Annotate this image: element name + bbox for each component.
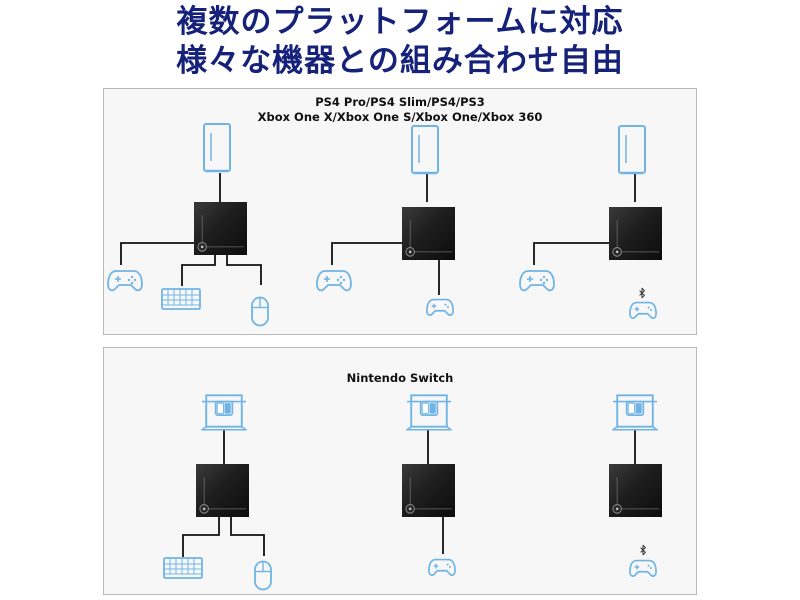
- adapter-box: [609, 464, 662, 517]
- switch-console-icon: [201, 394, 247, 431]
- console-icon: [202, 123, 232, 173]
- keyboard-icon: [161, 288, 201, 310]
- gamepad-icon: [426, 298, 454, 317]
- adapter-box: [402, 207, 455, 260]
- adapter-box: [402, 464, 455, 517]
- keyboard-icon: [163, 557, 203, 579]
- gamepad-icon: [428, 558, 456, 577]
- adapter-box: [194, 202, 247, 255]
- nintendo-switch-diagram: [163, 394, 662, 591]
- gamepad-icon: [519, 270, 555, 292]
- console-icon: [617, 125, 647, 175]
- headline-line-1: 複数のプラットフォームに対応: [176, 4, 624, 40]
- mouse-icon: [251, 296, 269, 327]
- playstation-xbox-panel: PS4 Pro/PS4 Slim/PS4/PS3 Xbox One X/Xbox…: [103, 88, 697, 335]
- switch-console-icon: [612, 394, 658, 431]
- gamepad-icon: [629, 301, 657, 320]
- adapter-box: [196, 464, 249, 517]
- gamepad-icon: [629, 559, 657, 578]
- bluetooth-icon: [640, 544, 646, 556]
- console-icon: [410, 125, 440, 175]
- gamepad-icon: [316, 270, 352, 292]
- mouse-icon: [254, 560, 272, 591]
- nintendo-switch-panel: Nintendo Switch: [103, 347, 697, 595]
- panel-title-line-1: PS4 Pro/PS4 Slim/PS4/PS3: [315, 95, 485, 109]
- connection-lines: [120, 173, 636, 295]
- adapter-box: [609, 207, 662, 260]
- headline-line-2: 様々な機器との組み合わせ自由: [176, 43, 624, 79]
- gamepad-icon: [107, 270, 143, 292]
- connection-lines: [182, 430, 636, 557]
- panel-title: Nintendo Switch: [346, 371, 454, 385]
- switch-console-icon: [406, 394, 452, 431]
- bluetooth-icon: [639, 287, 645, 299]
- panel-title-line-2: Xbox One X/Xbox One S/Xbox One/Xbox 360: [257, 110, 543, 124]
- playstation-xbox-diagram: [107, 123, 662, 327]
